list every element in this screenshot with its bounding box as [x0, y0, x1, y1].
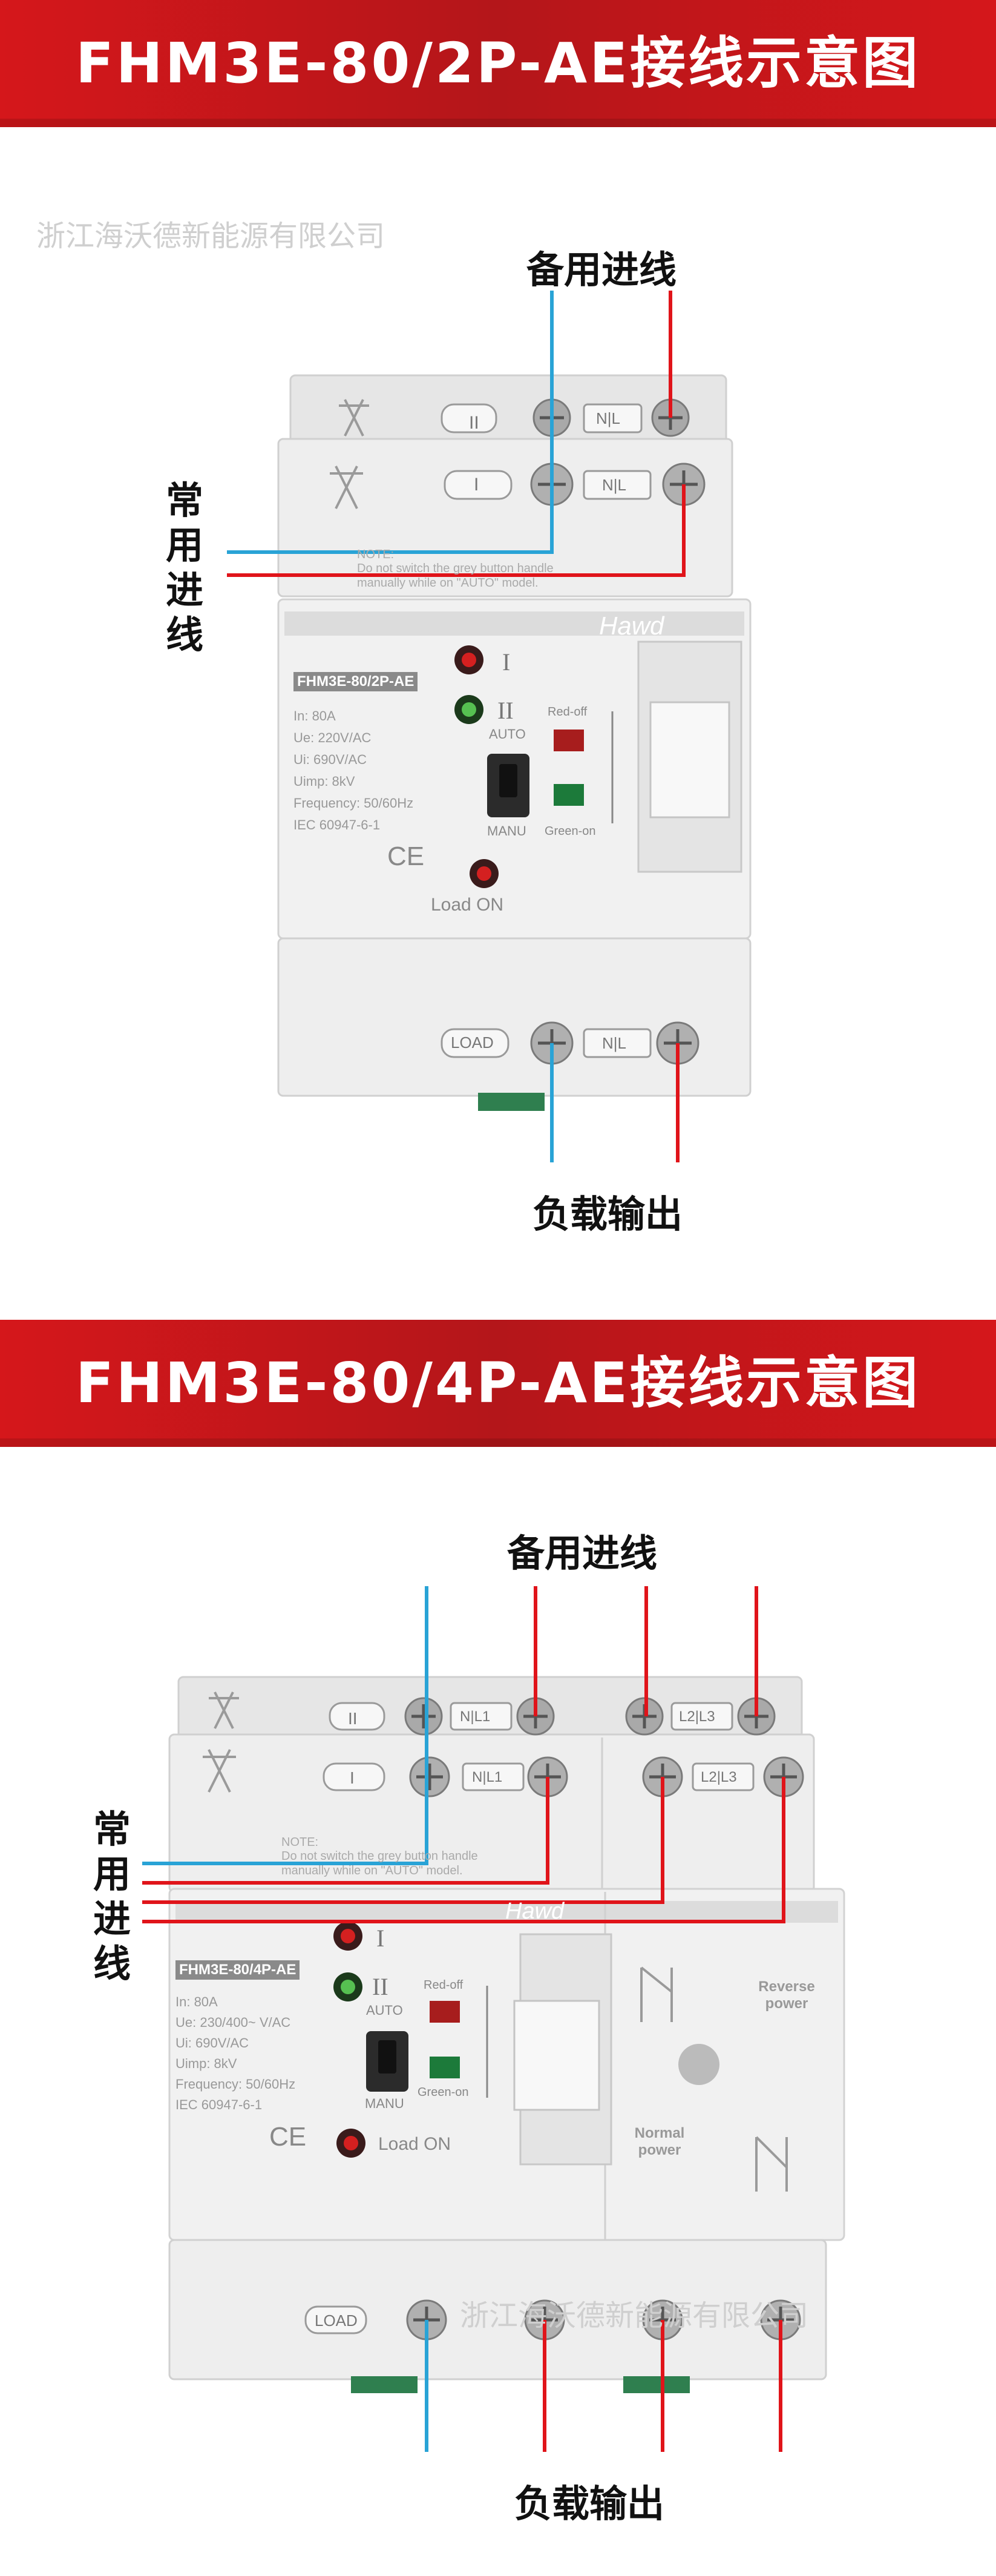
spec-line: Frequency: 50/60Hz [175, 2077, 296, 2092]
ind1-label: I [502, 648, 511, 676]
spec-line: Ui: 690V/AC [293, 752, 367, 767]
auto-label: AUTO [489, 726, 526, 742]
s2-pos-top: II [348, 1709, 358, 1728]
pos-top-label: II [469, 413, 479, 433]
section2-banner: FHM3E-80/4P-AE接线示意图 [0, 1320, 996, 1447]
s2-label-backup-input: 备用进线 [507, 1531, 658, 1575]
label-load-output: 负载输出 [532, 1192, 683, 1236]
section1-title: FHM3E-80/2P-AE接线示意图 [75, 31, 921, 96]
terminal-top-label: N|L [596, 409, 620, 427]
spec-line: IEC 60947-6-1 [175, 2097, 263, 2112]
model-label: FHM3E-80/2P-AE [293, 672, 418, 691]
s2-load-tag: LOAD [315, 2311, 358, 2330]
terminal-screw-s2-top-1 [404, 1697, 443, 1736]
spec-line: Ui: 690V/AC [175, 2035, 249, 2051]
spec-line: Uimp: 8kV [175, 2056, 237, 2071]
note-text2: manually while on "AUTO" model. [357, 576, 539, 590]
s2-terminal-mid-a: N|L1 [472, 1769, 503, 1785]
green-on-label: Green-on [545, 825, 596, 838]
label-backup-input: 备用进线 [526, 248, 677, 292]
s2-green-on-label: Green-on [418, 2086, 469, 2099]
spec-list: In: 80A Ue: 220V/AC Ui: 690V/AC Uimp: 8k… [293, 705, 445, 836]
brand-logo: Hawd [599, 611, 664, 640]
s2-model-label: FHM3E-80/4P-AE [175, 1960, 300, 1980]
s2-spec-list: In: 80A Ue: 230/400~ V/AC Ui: 690V/AC Ui… [175, 1992, 333, 2115]
s2-ce-mark: CE [269, 2122, 307, 2152]
s2-red-off-label: Red-off [424, 1978, 464, 1992]
spec-line: Ue: 230/400~ V/AC [175, 2015, 291, 2030]
manu-label: MANU [487, 823, 526, 838]
terminal-mid-label: N|L [602, 476, 626, 494]
spec-line: IEC 60947-6-1 [293, 817, 381, 832]
s2-note-text1: Do not switch the grey button handle [281, 1850, 478, 1863]
s2-auto-label: AUTO [366, 2003, 403, 2018]
s2-ind1-label: I [376, 1925, 385, 1952]
s2-note-text2: manually while on "AUTO" model. [281, 1864, 463, 1877]
pos-mid-label: I [474, 475, 479, 495]
s2-label-load-output: 负载输出 [514, 2482, 665, 2526]
ce-mark: CE [387, 842, 425, 871]
watermark-2: 浙江海沃德新能源有限公司 [460, 2299, 809, 2333]
label-normal-input: 常 用 进 线 [165, 478, 203, 657]
section2-title: FHM3E-80/4P-AE接线示意图 [75, 1351, 921, 1415]
spec-line: In: 80A [175, 1994, 218, 2009]
spec-line: Ue: 220V/AC [293, 730, 372, 745]
s2-label-normal-input: 常 用 进 线 [93, 1807, 131, 1986]
spec-line: In: 80A [293, 708, 336, 723]
s2-normal-power: Normal power [634, 2125, 685, 2158]
s2-pos-mid: I [350, 1768, 355, 1787]
load-tag: LOAD [451, 1033, 494, 1052]
note-text1: Do not switch the grey button handle [357, 562, 554, 575]
s2-reverse-power: Reverse power [758, 1978, 815, 2012]
section1-diagram [227, 291, 752, 1162]
terminal-screw-s2-mid-1 [409, 1756, 450, 1797]
section1-banner: FHM3E-80/2P-AE接线示意图 [0, 0, 996, 127]
ind2-label: II [497, 697, 514, 724]
watermark: 浙江海沃德新能源有限公司 [36, 219, 385, 253]
s2-note-title: NOTE: [281, 1836, 319, 1849]
terminal-bottom-label: N|L [602, 1034, 626, 1052]
s2-manu-label: MANU [365, 2096, 404, 2111]
note-title: NOTE: [357, 548, 395, 561]
s2-terminal-top-a: N|L1 [460, 1708, 491, 1725]
s2-load-on-label: Load ON [378, 2134, 451, 2154]
s2-terminal-mid-b: L2|L3 [701, 1769, 737, 1785]
spec-line: Uimp: 8kV [293, 774, 355, 789]
s2-terminal-top-b: L2|L3 [679, 1708, 715, 1725]
spec-line: Frequency: 50/60Hz [293, 796, 414, 811]
load-on-label: Load ON [431, 895, 504, 915]
s2-ind2-label: II [372, 1973, 388, 2000]
s2-brand-logo: Hawd [505, 1899, 565, 1924]
red-off-label: Red-off [548, 705, 588, 719]
